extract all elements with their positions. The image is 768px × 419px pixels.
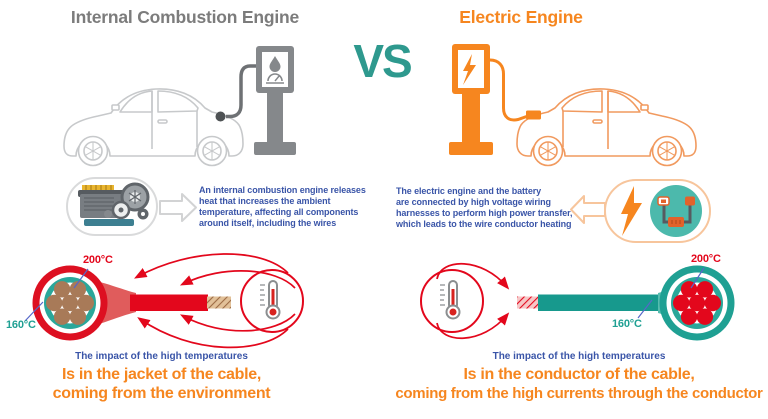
ev-impact-intro: The impact of the high temperatures [492, 351, 666, 362]
ice-impact-intro: The impact of the high temperatures [75, 351, 248, 362]
fuel-nozzle-icon [215, 111, 226, 122]
ev-impact-line2: coming from the high currents through th… [395, 385, 763, 402]
charging-station-icon [449, 44, 529, 155]
heat-arrows [436, 262, 510, 340]
vs-label: VS [353, 35, 412, 87]
ice-description: An internal combustion engine releases h… [199, 185, 366, 228]
ev-cable-diagram [420, 262, 735, 341]
bolt-icon [463, 54, 476, 85]
engine-badge [66, 177, 197, 236]
ice-impact-summary: The impact of the high temperatures Is i… [34, 351, 289, 403]
heat-arrows [134, 253, 296, 349]
exposed-conductor [517, 296, 539, 309]
ice-impact-line1: Is in the jacket of the cable, [61, 366, 262, 383]
ice-impact-line2: coming from the environment [52, 385, 271, 402]
gauge-icon [267, 73, 283, 82]
fuel-pump-icon [215, 46, 296, 155]
ev-jacket-temp-label: 160°C [612, 318, 642, 330]
fuel-drop-icon [269, 56, 281, 72]
ice-conductor-temp-label: 160°C [6, 319, 36, 331]
cable-cross-section [32, 265, 108, 341]
label-pointers [637, 267, 705, 319]
ev-description: The electric engine and the battery are … [396, 186, 573, 229]
cable-cross-section [659, 265, 735, 341]
exposed-conductor [207, 296, 231, 309]
ev-impact-line1: Is in the conductor of the cable, [463, 366, 695, 383]
wiring-harness-icon [657, 196, 695, 227]
ev-car-illustration [517, 89, 696, 166]
label-pointers [24, 268, 89, 322]
engine-icon [78, 182, 150, 226]
ice-jacket-temp-label: 200°C [83, 254, 113, 266]
ev-badge [570, 179, 711, 243]
arrow-left-icon [570, 195, 606, 224]
ice-title: Internal Combustion Engine [70, 7, 300, 27]
arrow-right-icon [159, 193, 197, 222]
bolt-icon [621, 186, 642, 236]
ice-cable-diagram [24, 253, 304, 349]
ice-car-illustration [64, 89, 243, 166]
ev-title: Electric Engine [459, 7, 583, 27]
charge-port [526, 110, 541, 120]
ev-conductor-temp-label: 200°C [691, 253, 721, 265]
ev-impact-summary: The impact of the high temperatures Is i… [390, 351, 768, 403]
